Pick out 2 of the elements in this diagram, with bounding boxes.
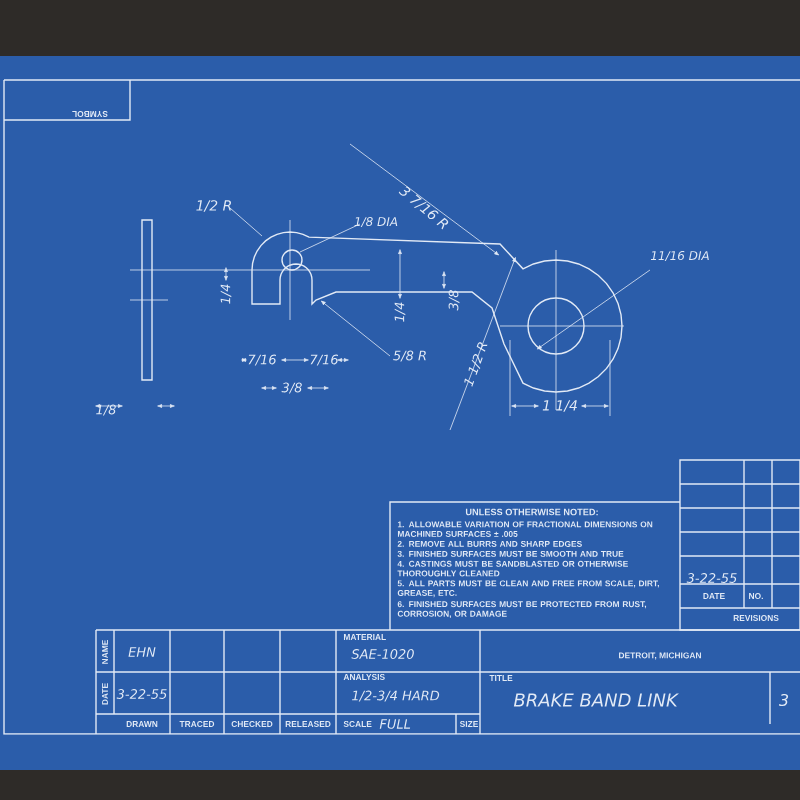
dimension-label: BRAKE BAND LINK (513, 693, 679, 707)
dimension-label: 3 (778, 693, 789, 707)
